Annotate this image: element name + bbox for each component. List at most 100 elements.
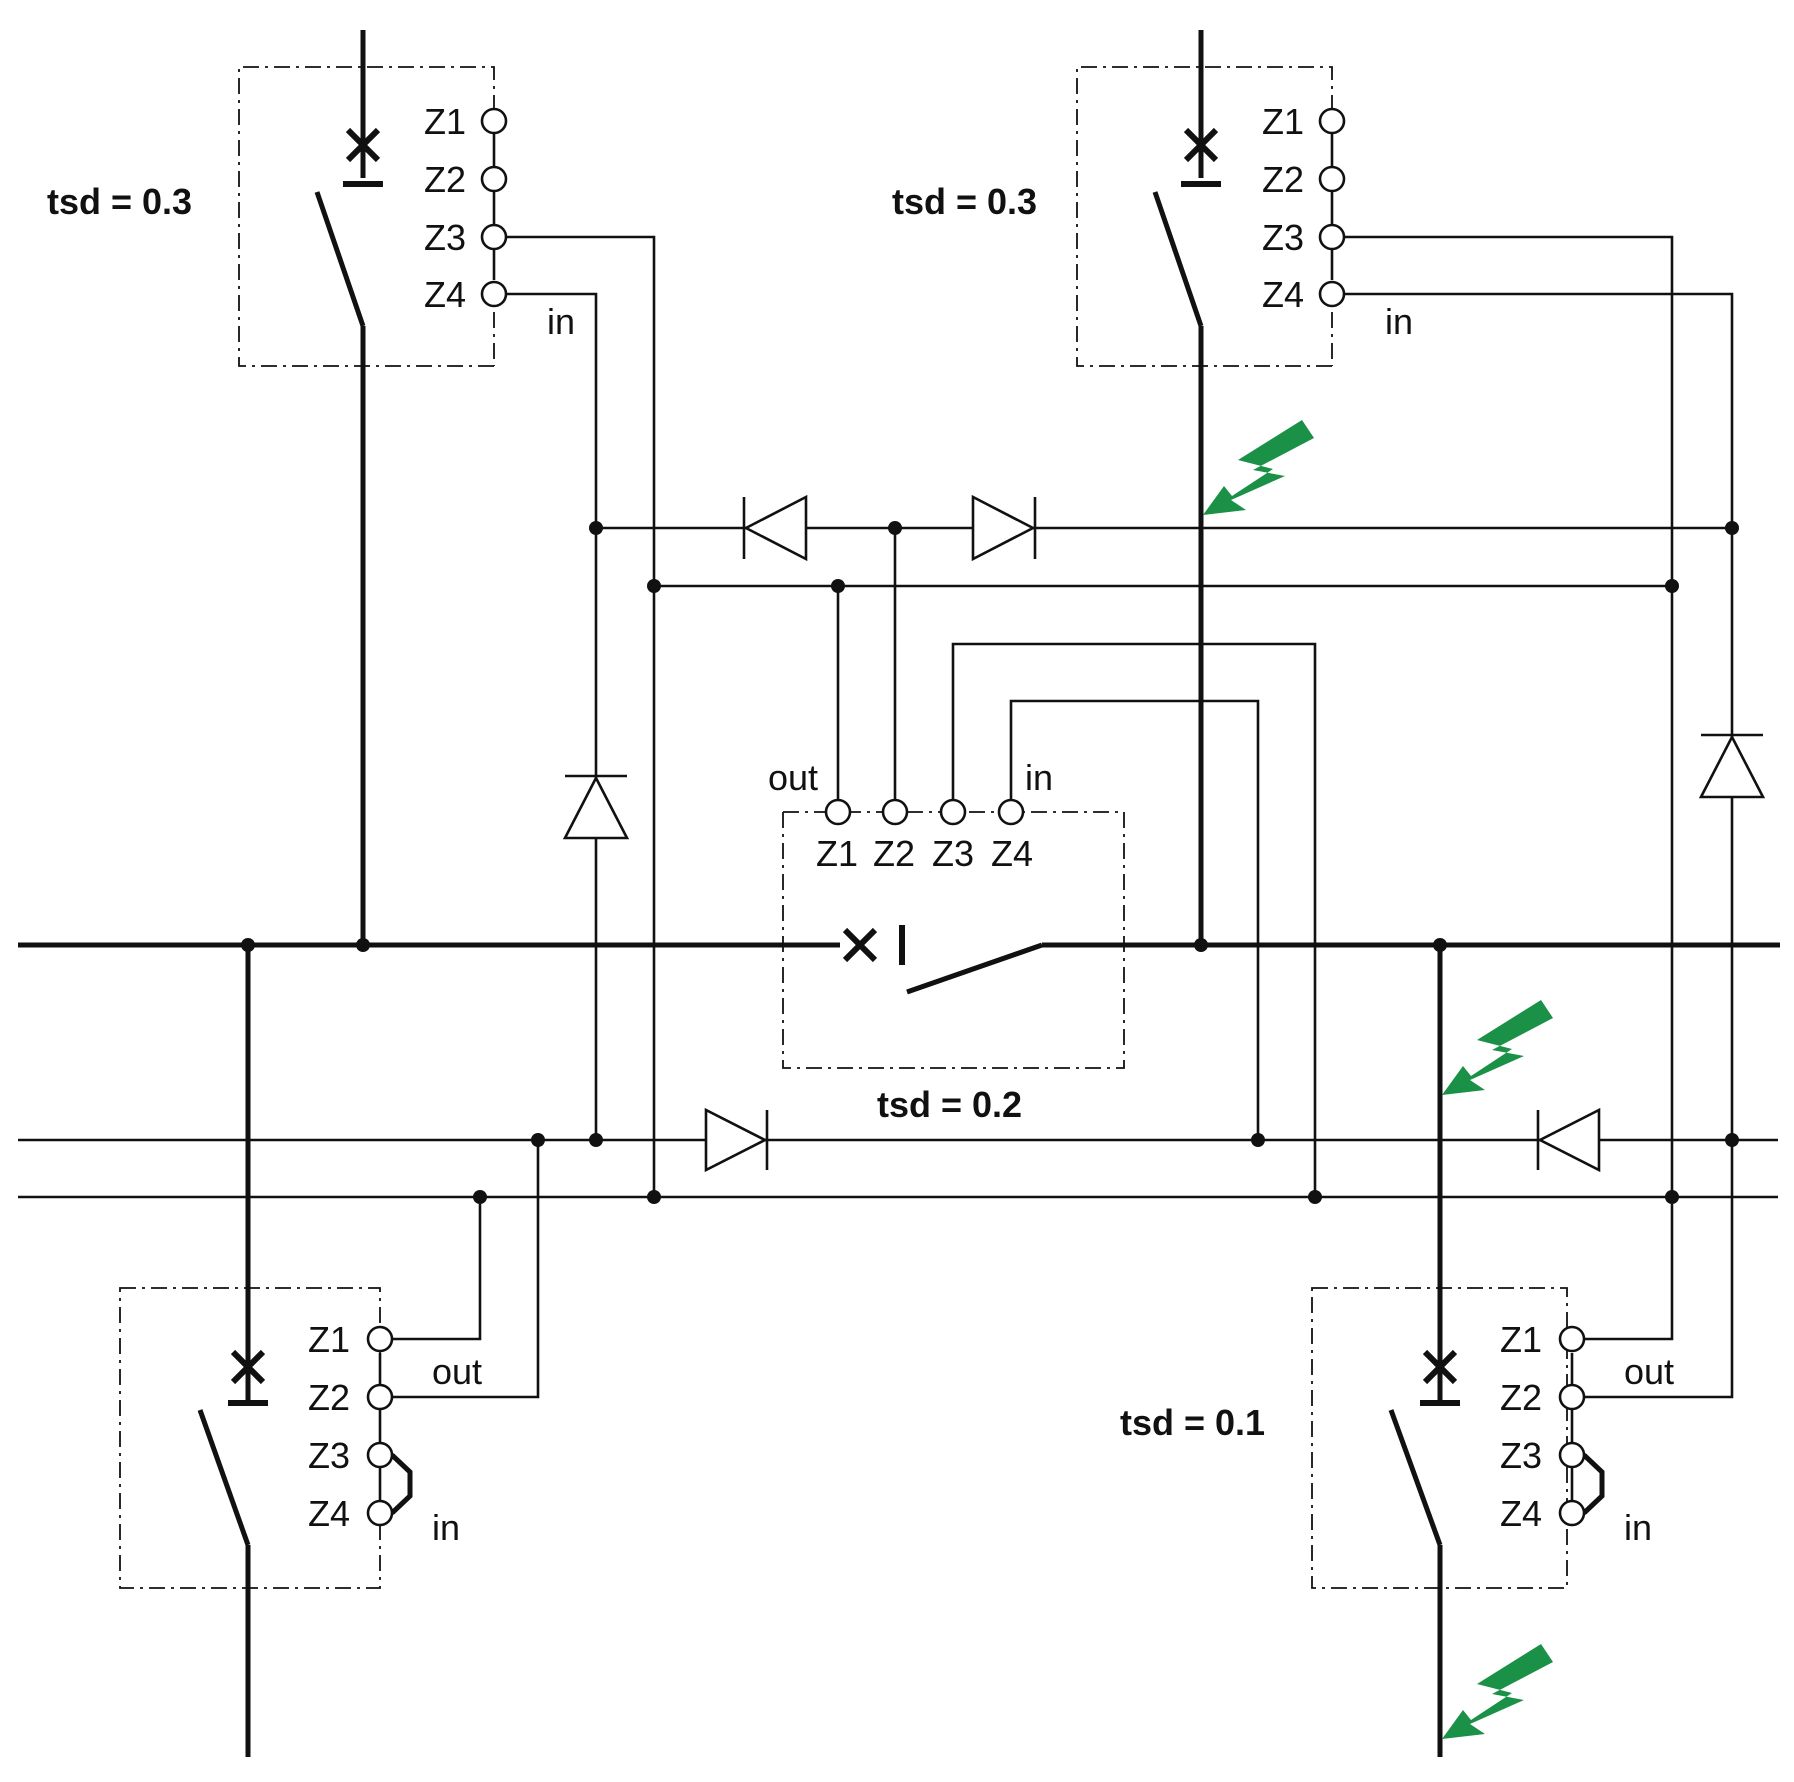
in-label: in bbox=[547, 301, 575, 342]
terminal-z3 bbox=[1558, 1441, 1586, 1469]
bus-junction-dot bbox=[356, 938, 370, 952]
terminal-z2 bbox=[480, 165, 508, 193]
jumper-br-z3-z4 bbox=[1582, 1453, 1605, 1515]
terminal-z2 bbox=[881, 798, 909, 826]
feeder-top-right-blade bbox=[1152, 191, 1204, 327]
terminal-label-z2: Z2 bbox=[308, 1377, 350, 1418]
terminal-label-z3: Z3 bbox=[424, 217, 466, 258]
jumper-bl-z3-z4 bbox=[390, 1453, 413, 1515]
terminal-label-z3: Z3 bbox=[1262, 217, 1304, 258]
diode-icon bbox=[704, 1107, 769, 1173]
in-label: in bbox=[1025, 757, 1053, 798]
wire-tl-z4 bbox=[506, 292, 598, 1140]
diode-icon bbox=[1536, 1107, 1601, 1173]
wire-mid-z3 bbox=[951, 642, 1317, 1197]
terminal-z1 bbox=[480, 107, 508, 135]
terminal-z2 bbox=[366, 1383, 394, 1411]
terminal-z4 bbox=[1318, 280, 1346, 308]
terminal-z4 bbox=[480, 280, 508, 308]
out-label: out bbox=[768, 757, 818, 798]
wire-junction-dot bbox=[531, 1133, 545, 1147]
terminal-label-z4: Z4 bbox=[308, 1493, 350, 1534]
wire-junction-dot bbox=[1725, 521, 1739, 535]
wire-junction-dot bbox=[589, 521, 603, 535]
circuit-breaker-icon bbox=[1181, 127, 1221, 187]
terminal-label-z1: Z1 bbox=[1500, 1319, 1542, 1360]
breaker-symbols bbox=[228, 127, 1460, 1406]
lightning-bolt-arrow-icon bbox=[1442, 1644, 1553, 1739]
wire-bl-z2 bbox=[392, 1140, 540, 1399]
tie-breaker-blade bbox=[906, 942, 1043, 995]
terminal-z2 bbox=[1318, 165, 1346, 193]
diode-icon bbox=[971, 494, 1037, 562]
terminal-z1 bbox=[824, 798, 852, 826]
terminal-z4 bbox=[1558, 1499, 1586, 1527]
out-label: out bbox=[1624, 1351, 1674, 1392]
in-label: in bbox=[1624, 1507, 1652, 1548]
terminal-z4 bbox=[366, 1499, 394, 1527]
terminal-label-z4: Z4 bbox=[1500, 1493, 1542, 1534]
enclosure-bottom-left bbox=[119, 1287, 381, 1589]
out-label: out bbox=[432, 1351, 482, 1392]
terminal-z1 bbox=[1558, 1325, 1586, 1353]
wire-junction-dot bbox=[831, 579, 845, 593]
power-circuit bbox=[18, 30, 1780, 1757]
terminal-label-z1: Z1 bbox=[424, 101, 466, 142]
feeder-top-left-blade bbox=[314, 191, 366, 327]
terminal-label-z2: Z2 bbox=[873, 833, 915, 874]
terminal-z3 bbox=[480, 223, 508, 251]
terminal-label-z3: Z3 bbox=[1500, 1435, 1542, 1476]
bus-junction-dot bbox=[1433, 938, 1447, 952]
bus-junction-dot bbox=[1194, 938, 1208, 952]
circuit-breaker-icon bbox=[343, 127, 383, 187]
wire-junction-dot bbox=[1308, 1190, 1322, 1204]
terminal-z3 bbox=[939, 798, 967, 826]
wire-mid-z4 bbox=[1009, 699, 1260, 1140]
terminal-label-z4: Z4 bbox=[424, 274, 466, 315]
wire-tl-z3 bbox=[506, 235, 656, 1197]
diode-icon bbox=[562, 774, 630, 840]
lightning-bolt-arrow-icon bbox=[1442, 1000, 1553, 1095]
feeder-bottom-left-blade bbox=[197, 1409, 251, 1546]
wire-junction-dot bbox=[1665, 1190, 1679, 1204]
terminal-label-z3: Z3 bbox=[308, 1435, 350, 1476]
tsd-label-top-left: tsd = 0.3 bbox=[47, 181, 192, 222]
terminal-label-z2: Z2 bbox=[1262, 159, 1304, 200]
terminal-z1 bbox=[366, 1325, 394, 1353]
wire-junction-dot bbox=[1665, 579, 1679, 593]
wire-junction-dot bbox=[888, 521, 902, 535]
wire-tr-z3 bbox=[1344, 235, 1674, 1341]
wire-junction-dot bbox=[647, 1190, 661, 1204]
terminal-z3 bbox=[1318, 223, 1346, 251]
terminal-label-z2: Z2 bbox=[1500, 1377, 1542, 1418]
terminal-z3 bbox=[366, 1441, 394, 1469]
feeder-bottom-right-blade bbox=[1388, 1409, 1443, 1546]
wire-junction-dot bbox=[589, 1133, 603, 1147]
diodes bbox=[562, 494, 1766, 1173]
fault-arrows bbox=[1203, 420, 1553, 1739]
terminal-label-z1: Z1 bbox=[308, 1319, 350, 1360]
circuit-breaker-icon bbox=[1420, 1349, 1460, 1406]
tsd-label-bottom-right: tsd = 0.1 bbox=[1120, 1402, 1265, 1443]
terminals bbox=[366, 107, 1586, 1527]
enclosure-bottom-right bbox=[1311, 1287, 1568, 1589]
wire-bl-z1 bbox=[392, 1197, 482, 1341]
in-label: in bbox=[432, 1507, 460, 1548]
terminal-label-z4: Z4 bbox=[991, 833, 1033, 874]
wire-junction-dot bbox=[1251, 1133, 1265, 1147]
terminal-label-z3: Z3 bbox=[932, 833, 974, 874]
circuit-breaker-icon bbox=[842, 925, 905, 965]
terminal-z1 bbox=[1318, 107, 1346, 135]
in-label: in bbox=[1385, 301, 1413, 342]
lightning-bolt-arrow-icon bbox=[1203, 420, 1314, 515]
terminal-label-z4: Z4 bbox=[1262, 274, 1304, 315]
terminal-label-z2: Z2 bbox=[424, 159, 466, 200]
wire-junction-dot bbox=[473, 1190, 487, 1204]
wire-junction-dot bbox=[1725, 1133, 1739, 1147]
tsd-label-middle: tsd = 0.2 bbox=[877, 1084, 1022, 1125]
tsd-label-top-right: tsd = 0.3 bbox=[892, 181, 1037, 222]
circuit-breaker-icon bbox=[228, 1349, 268, 1406]
wire-tr-z4 bbox=[1344, 292, 1734, 1399]
terminal-z2 bbox=[1558, 1383, 1586, 1411]
